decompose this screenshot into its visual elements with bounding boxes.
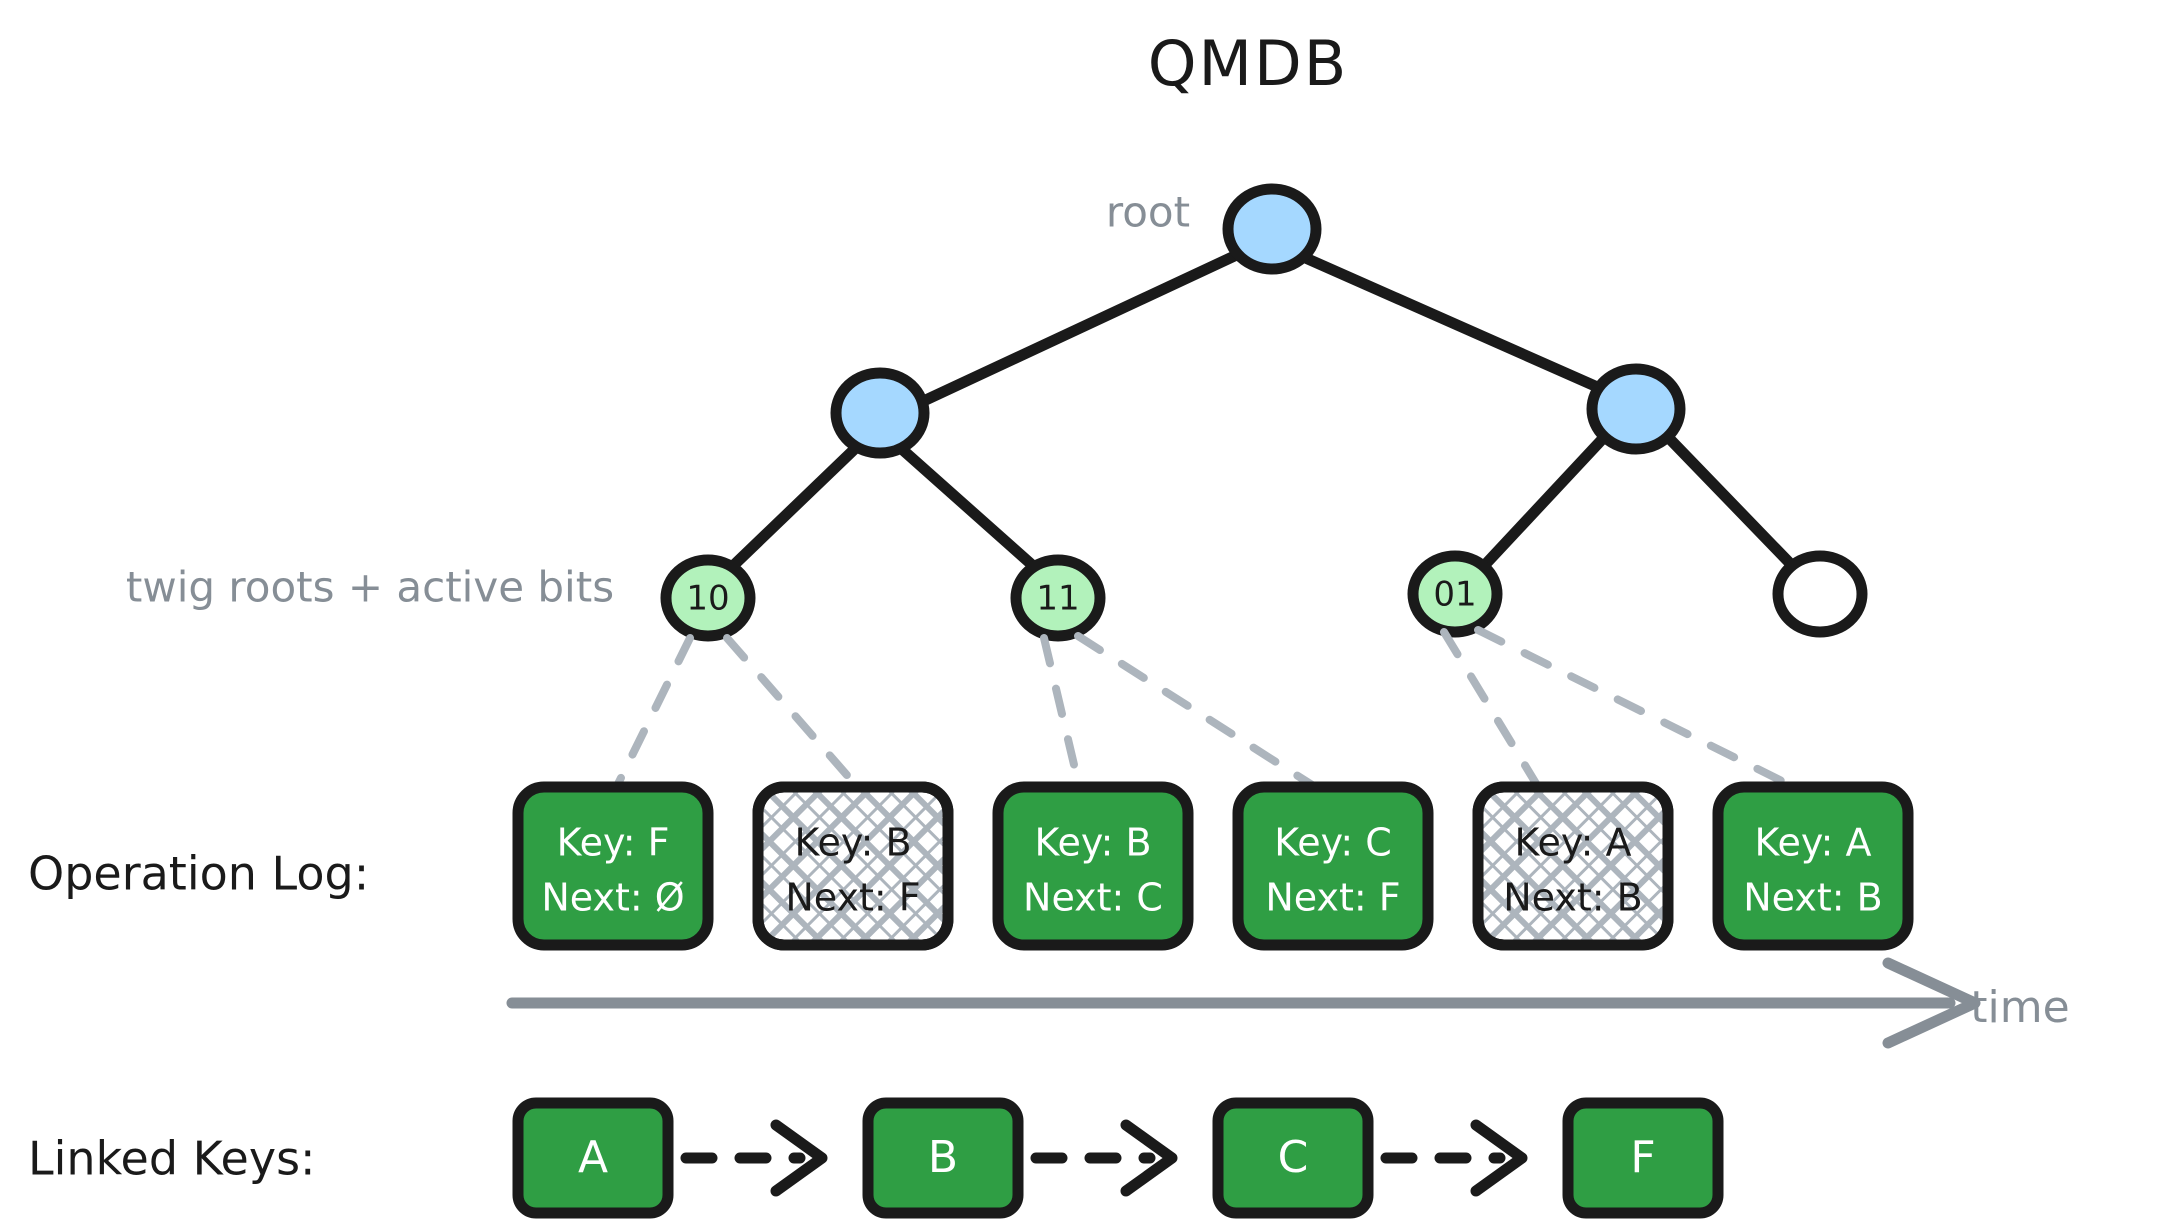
- twig-node-empty[interactable]: [1772, 550, 1868, 638]
- linked-key-node-1-box: [512, 1097, 674, 1219]
- connector-01-to-entry-5: [1440, 628, 1544, 794]
- log-entry-6-box: [1712, 781, 1914, 951]
- time-axis-arrowhead: [1882, 957, 1981, 1049]
- log-entry-2[interactable]: Key: B Next: F: [752, 781, 954, 951]
- edge-root-right: [1277, 242, 1644, 411]
- twig-node-11[interactable]: [1010, 554, 1106, 642]
- connector-11-to-entry-4: [1074, 632, 1324, 794]
- twig-roots-label: twig roots + active bits: [126, 563, 614, 612]
- log-entry-3[interactable]: Key: B Next: C: [992, 781, 1194, 951]
- linked-key-arrow-1: [680, 1119, 828, 1197]
- linked-key-node-3-box: [1212, 1097, 1374, 1219]
- edge-root-left: [894, 239, 1264, 418]
- tree-edges: [704, 239, 1814, 594]
- linked-keys-label: Linked Keys:: [28, 1132, 316, 1186]
- linked-key-node-2[interactable]: B: [862, 1097, 1024, 1219]
- edge-inner-right-b: [1658, 427, 1814, 588]
- linked-key-node-1[interactable]: A: [512, 1097, 674, 1219]
- log-entry-5-next: Next: B: [1503, 876, 1642, 920]
- log-entry-2-box-hatch2: [752, 781, 954, 951]
- linked-key-node-4[interactable]: F: [1562, 1097, 1724, 1219]
- connector-11-to-entry-3: [1040, 634, 1084, 794]
- operation-log-row: Key: F Next: Ø Key: B Next: F Key: B Nex…: [512, 781, 1914, 951]
- connector-10-to-entry-2: [723, 634, 864, 794]
- root-node[interactable]: [1222, 183, 1322, 275]
- log-entry-6-key: Key: A: [1754, 821, 1871, 865]
- log-entry-2-key: Key: B: [794, 821, 911, 865]
- log-entry-5[interactable]: Key: A Next: B: [1472, 781, 1674, 951]
- twig-node-10[interactable]: [660, 554, 756, 642]
- twig-node-10-label: 10: [686, 579, 729, 619]
- linked-key-node-2-label: B: [928, 1132, 958, 1183]
- log-entry-5-key: Key: A: [1514, 821, 1631, 865]
- twig-node-01-label: 01: [1433, 575, 1476, 615]
- log-entry-3-box: [992, 781, 1194, 951]
- inner-node-right[interactable]: [1586, 363, 1686, 455]
- connector-10-to-entry-1: [611, 634, 694, 794]
- log-entry-6[interactable]: Key: A Next: B: [1712, 781, 1914, 951]
- log-entry-4-box: [1232, 781, 1434, 951]
- linked-keys-row: A B C: [512, 1097, 1724, 1219]
- log-entry-4[interactable]: Key: C Next: F: [1232, 781, 1434, 951]
- linked-key-node-4-box: [1562, 1097, 1724, 1219]
- time-axis-label: time: [1970, 982, 2069, 1033]
- log-entry-1-key: Key: F: [557, 821, 670, 865]
- log-entry-3-next: Next: C: [1023, 876, 1163, 920]
- log-entry-1[interactable]: Key: F Next: Ø: [512, 781, 714, 951]
- root-label: root: [1106, 188, 1190, 237]
- edge-inner-right-a: [1462, 426, 1615, 589]
- log-entry-3-key: Key: B: [1034, 821, 1151, 865]
- page-title: QMDB: [1148, 27, 1349, 100]
- log-entry-5-box-hatch2: [1472, 781, 1674, 951]
- connector-01-to-entry-6: [1474, 626, 1804, 794]
- inner-node-left[interactable]: [830, 367, 930, 459]
- log-entry-6-next: Next: B: [1743, 876, 1882, 920]
- log-entry-1-next: Next: Ø: [541, 876, 684, 920]
- linked-key-node-3-label: C: [1278, 1132, 1309, 1183]
- tree-nodes: 10 11 01: [660, 183, 1868, 642]
- log-entry-1-box: [512, 781, 714, 951]
- linked-key-arrow-3: [1380, 1119, 1528, 1197]
- twig-node-01[interactable]: [1407, 550, 1503, 638]
- time-axis: time: [506, 957, 2070, 1049]
- operation-log-label: Operation Log:: [28, 847, 369, 901]
- log-entry-4-next: Next: F: [1265, 876, 1400, 920]
- log-entry-2-next: Next: F: [785, 876, 920, 920]
- linked-key-node-4-label: F: [1630, 1132, 1655, 1183]
- linked-key-node-2-box: [862, 1097, 1024, 1219]
- twig-node-11-label: 11: [1036, 579, 1079, 619]
- log-entry-4-key: Key: C: [1274, 821, 1392, 865]
- linked-key-node-1-label: A: [578, 1132, 608, 1183]
- linked-key-arrow-2: [1030, 1119, 1178, 1197]
- linked-key-node-3[interactable]: C: [1212, 1097, 1374, 1219]
- twig-to-log-connectors: [611, 626, 1804, 794]
